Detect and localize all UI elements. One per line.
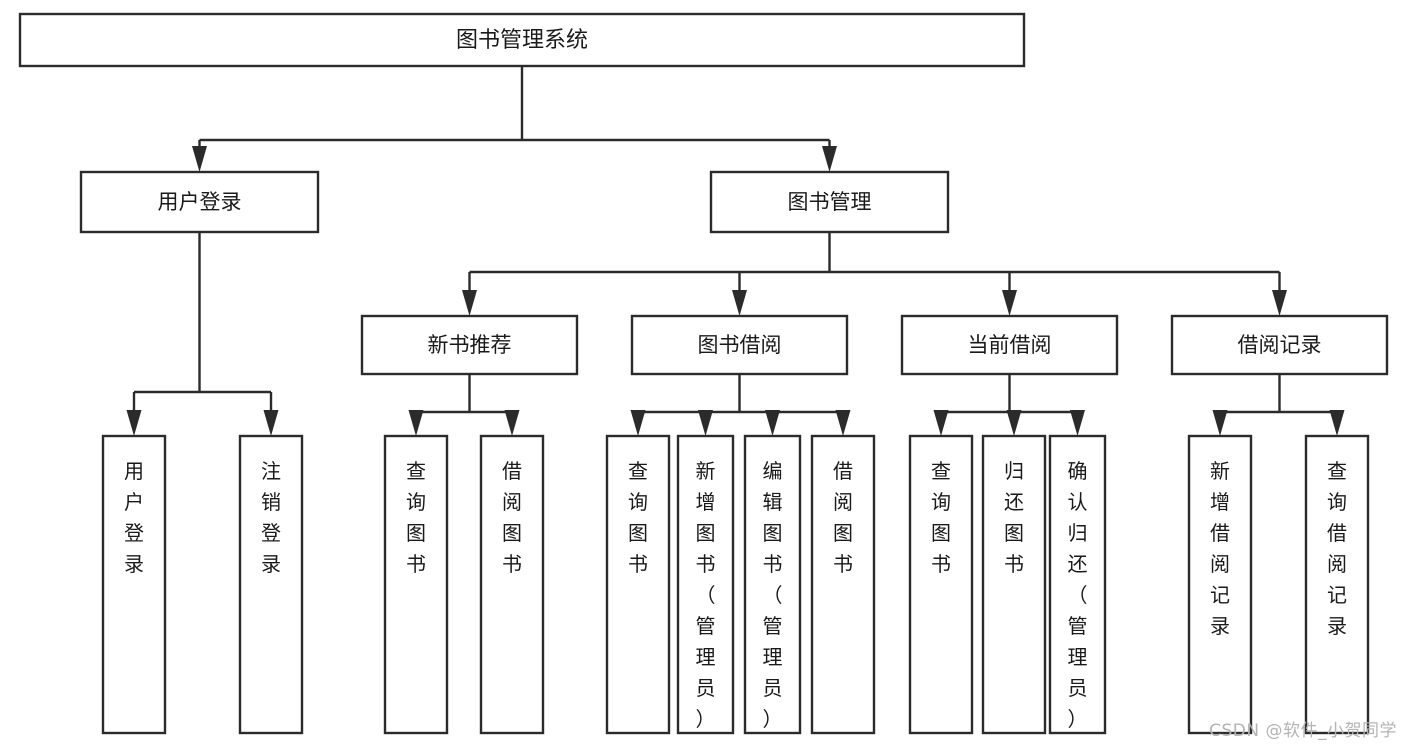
node-box: [676, 434, 735, 735]
node-box: [1304, 434, 1370, 735]
node-leaf-borrow-book-2[interactable]: 借阅图书: [810, 434, 876, 735]
node-label: 新增图书（管理员）: [696, 459, 716, 731]
node-label: 确认归还（管理员）: [1068, 459, 1088, 731]
node-box: [981, 434, 1047, 735]
node-label: 归还图书: [1004, 459, 1024, 576]
node-box: [605, 434, 671, 735]
node-box: [630, 314, 849, 376]
node-leaf-query-record[interactable]: 查询借阅记录: [1304, 434, 1370, 735]
arrowhead-icon: [192, 146, 207, 172]
arrowhead-icon: [462, 290, 477, 316]
arrowhead-icon: [698, 410, 713, 436]
arrowhead-icon: [263, 410, 279, 436]
node-label: 编辑图书（管理员）: [763, 459, 783, 731]
node-box: [709, 170, 950, 234]
arrowhead-icon: [1329, 410, 1345, 436]
arrowhead-icon: [933, 410, 949, 436]
node-label: 借阅图书: [502, 459, 522, 576]
node-box: [908, 434, 974, 735]
node-leaf-user-login[interactable]: 用户登录: [101, 434, 167, 735]
node-label: 借阅记录: [1238, 333, 1322, 357]
node-box: [479, 434, 545, 735]
node-leaf-confirm-return[interactable]: 确认归还（管理员）: [1048, 434, 1107, 735]
node-label: 图书管理: [788, 190, 872, 214]
node-label: 查询借阅记录: [1327, 459, 1347, 638]
node-current-borrow[interactable]: 当前借阅: [900, 314, 1119, 376]
node-leaf-logout[interactable]: 注销登录: [238, 434, 304, 735]
node-label: 注销登录: [261, 459, 281, 576]
arrowhead-icon: [835, 410, 851, 436]
node-label: 当前借阅: [968, 333, 1052, 357]
node-label: 用户登录: [158, 190, 242, 214]
node-new-book-rec[interactable]: 新书推荐: [360, 314, 579, 376]
node-label: 查询图书: [406, 459, 426, 576]
node-box: [238, 434, 304, 735]
node-leaf-query-book-3[interactable]: 查询图书: [908, 434, 974, 735]
node-book-borrow[interactable]: 图书借阅: [630, 314, 849, 376]
arrowhead-icon: [1006, 410, 1022, 436]
node-label: 借阅图书: [833, 459, 853, 576]
arrowhead-icon: [1070, 410, 1085, 436]
node-leaf-borrow-book-1[interactable]: 借阅图书: [479, 434, 545, 735]
node-box: [101, 434, 167, 735]
node-book-manage[interactable]: 图书管理: [709, 170, 950, 234]
node-label: 图书管理系统: [456, 28, 588, 53]
arrowhead-icon: [1272, 290, 1287, 316]
arrowhead-icon: [765, 410, 780, 436]
node-box: [743, 434, 802, 735]
node-label: 查询图书: [628, 459, 648, 576]
node-leaf-add-record[interactable]: 新增借阅记录: [1187, 434, 1253, 735]
node-label: 图书借阅: [698, 333, 782, 357]
node-box: [810, 434, 876, 735]
node-leaf-add-book[interactable]: 新增图书（管理员）: [676, 434, 735, 735]
arrowhead-icon: [1212, 410, 1228, 436]
node-box: [1048, 434, 1107, 735]
node-box: [1170, 314, 1389, 376]
node-box: [383, 434, 449, 735]
node-borrow-record[interactable]: 借阅记录: [1170, 314, 1389, 376]
node-leaf-query-book-1[interactable]: 查询图书: [383, 434, 449, 735]
node-root-system[interactable]: 图书管理系统: [18, 12, 1026, 68]
node-box: [1187, 434, 1253, 735]
arrowhead-icon: [732, 290, 747, 316]
node-user-login[interactable]: 用户登录: [79, 170, 320, 234]
connector-layer: [126, 66, 1345, 436]
node-box: [900, 314, 1119, 376]
node-leaf-return-book[interactable]: 归还图书: [981, 434, 1047, 735]
node-box: [18, 12, 1026, 68]
watermark-label: CSDN @软件_小贺同学: [1209, 721, 1397, 741]
arrowhead-icon: [408, 410, 424, 436]
arrowhead-icon: [630, 410, 646, 436]
node-label: 新书推荐: [428, 333, 512, 357]
arrowhead-icon: [1002, 290, 1017, 316]
node-label: 查询图书: [931, 459, 951, 576]
node-box: [79, 170, 320, 234]
node-layer: 图书管理系统用户登录图书管理新书推荐图书借阅当前借阅借阅记录用户登录注销登录查询…: [18, 12, 1389, 735]
node-leaf-edit-book[interactable]: 编辑图书（管理员）: [743, 434, 802, 735]
arrowhead-icon: [504, 410, 520, 436]
node-leaf-query-book-2[interactable]: 查询图书: [605, 434, 671, 735]
node-label: 用户登录: [124, 459, 144, 576]
arrowhead-icon: [126, 410, 142, 436]
node-label: 新增借阅记录: [1210, 459, 1230, 638]
node-box: [360, 314, 579, 376]
arrowhead-icon: [822, 146, 837, 172]
